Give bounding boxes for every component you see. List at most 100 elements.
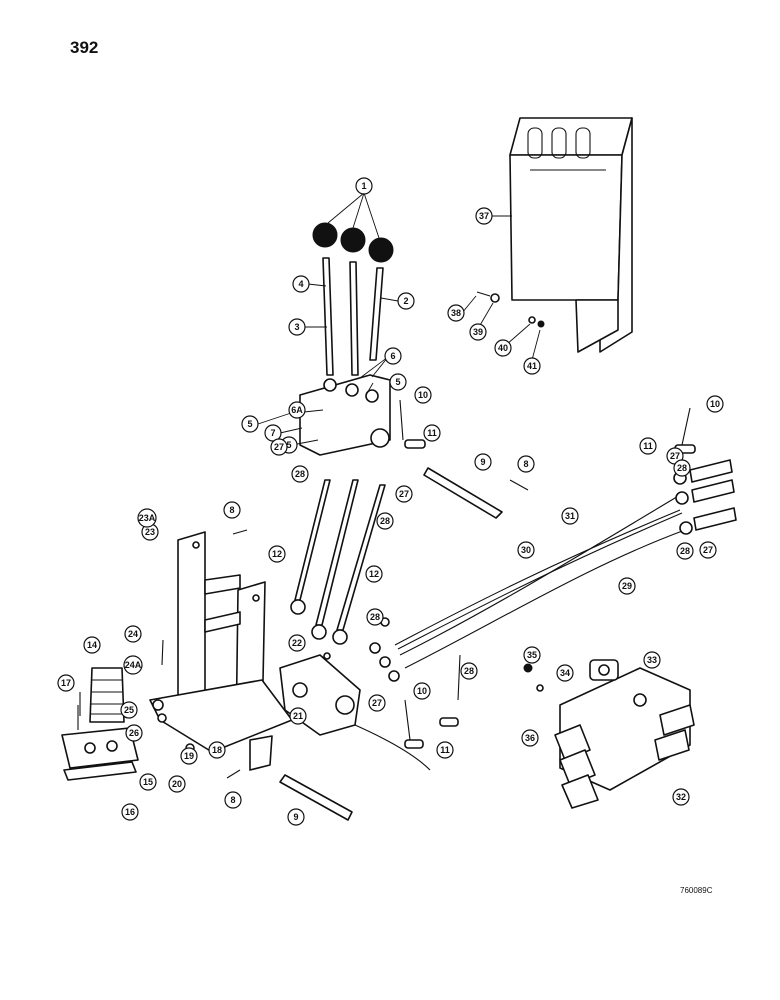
callout-label: 31	[565, 511, 575, 521]
callout-c31: 31	[561, 507, 579, 525]
callout-c10c: 10	[413, 682, 431, 700]
callout-bubble	[521, 729, 539, 747]
callout-c25: 25	[120, 701, 138, 719]
callout-c8c: 8	[224, 791, 242, 809]
callout-label: 1	[361, 181, 366, 191]
callout-c27a: 27	[270, 438, 288, 456]
callout-c41: 41	[523, 357, 541, 375]
callout-c39: 39	[469, 323, 487, 341]
callout-label: 6A	[291, 405, 303, 415]
callout-bubble	[523, 646, 541, 664]
callout-label: 40	[498, 343, 508, 353]
callout-label: 37	[479, 211, 489, 221]
callout-label: 25	[124, 705, 134, 715]
callout-bubble	[223, 501, 241, 519]
callout-c28c: 28	[673, 459, 691, 477]
callout-c8a: 8	[517, 455, 535, 473]
callout-c1: 1	[355, 177, 373, 195]
callout-bubble	[523, 357, 541, 375]
callout-label: 35	[527, 650, 537, 660]
callout-bubble	[121, 803, 139, 821]
callout-bubble	[414, 386, 432, 404]
callout-bubble	[474, 453, 492, 471]
callout-c27d: 27	[699, 541, 717, 559]
linkage-rods	[290, 479, 386, 645]
callout-label: 17	[61, 678, 71, 688]
callout-c33: 33	[643, 651, 661, 669]
callout-c10b: 10	[706, 395, 724, 413]
callout-label: 26	[129, 728, 139, 738]
callout-label: 27	[703, 545, 713, 555]
callout-label: 30	[521, 545, 531, 555]
callout-bubble	[436, 741, 454, 759]
callout-bubble	[384, 347, 402, 365]
callout-c10a: 10	[414, 386, 432, 404]
callout-label: 27	[399, 489, 409, 499]
callout-c23a: 23A	[137, 508, 157, 528]
callout-bubble	[137, 508, 157, 528]
boot-and-plates	[61, 667, 139, 781]
callout-c11b: 11	[639, 437, 657, 455]
callout-label: 6	[390, 351, 395, 361]
leader-lines	[257, 192, 541, 446]
callout-label: 39	[473, 327, 483, 337]
callout-bubble	[270, 438, 288, 456]
callout-bubble	[517, 541, 535, 559]
callout-label: 11	[440, 745, 450, 755]
callout-label: 24A	[125, 660, 142, 670]
callout-c37: 37	[475, 207, 493, 225]
callout-c14: 14	[83, 636, 101, 654]
callout-bubble	[224, 791, 242, 809]
callout-c21: 21	[289, 707, 307, 725]
callout-bubble	[120, 701, 138, 719]
callout-label: 5	[395, 377, 400, 387]
callout-bubble	[447, 304, 465, 322]
callout-c27e: 27	[368, 694, 386, 712]
callout-bubble	[288, 634, 306, 652]
callout-c17: 17	[57, 674, 75, 692]
callout-c7: 7	[264, 424, 282, 442]
callout-c28f: 28	[460, 662, 478, 680]
callout-bubble	[395, 485, 413, 503]
callout-label: 12	[272, 549, 282, 559]
callout-bubble	[389, 373, 407, 391]
callout-bubble	[83, 636, 101, 654]
callout-layer: 123455566A788899101010111111121214151617…	[57, 177, 724, 826]
callout-label: 29	[622, 581, 632, 591]
callout-bubble	[706, 395, 724, 413]
callout-c12a: 12	[268, 545, 286, 563]
callout-label: 27	[670, 451, 680, 461]
callout-label: 10	[417, 686, 427, 696]
callout-label: 8	[229, 505, 234, 515]
callout-c11c: 11	[436, 741, 454, 759]
callout-label: 20	[172, 779, 182, 789]
callout-c35: 35	[523, 646, 541, 664]
callout-bubble	[355, 177, 373, 195]
callout-bubble	[673, 459, 691, 477]
callout-bubble	[168, 775, 186, 793]
callout-c20: 20	[168, 775, 186, 793]
callout-bubble	[475, 207, 493, 225]
callout-c2: 2	[397, 292, 415, 310]
callout-bubble	[413, 682, 431, 700]
callout-c27b: 27	[395, 485, 413, 503]
callout-c24a: 24A	[123, 655, 143, 675]
callout-bubble	[291, 465, 309, 483]
callout-bubble	[672, 788, 690, 806]
callout-bubble	[639, 437, 657, 455]
callout-label: 5	[286, 440, 291, 450]
callout-c8b: 8	[223, 501, 241, 519]
callout-c5b: 5	[241, 415, 259, 433]
callout-c6: 6	[384, 347, 402, 365]
callout-label: 16	[125, 807, 135, 817]
callout-label: 2	[403, 296, 408, 306]
callout-c15: 15	[139, 773, 157, 791]
callout-c26: 26	[125, 724, 143, 742]
callout-bubble	[676, 542, 694, 560]
callout-bubble	[618, 577, 636, 595]
callout-label: 5	[247, 419, 252, 429]
callout-label: 8	[523, 459, 528, 469]
callout-label: 14	[87, 640, 97, 650]
callout-c28e: 28	[366, 608, 384, 626]
